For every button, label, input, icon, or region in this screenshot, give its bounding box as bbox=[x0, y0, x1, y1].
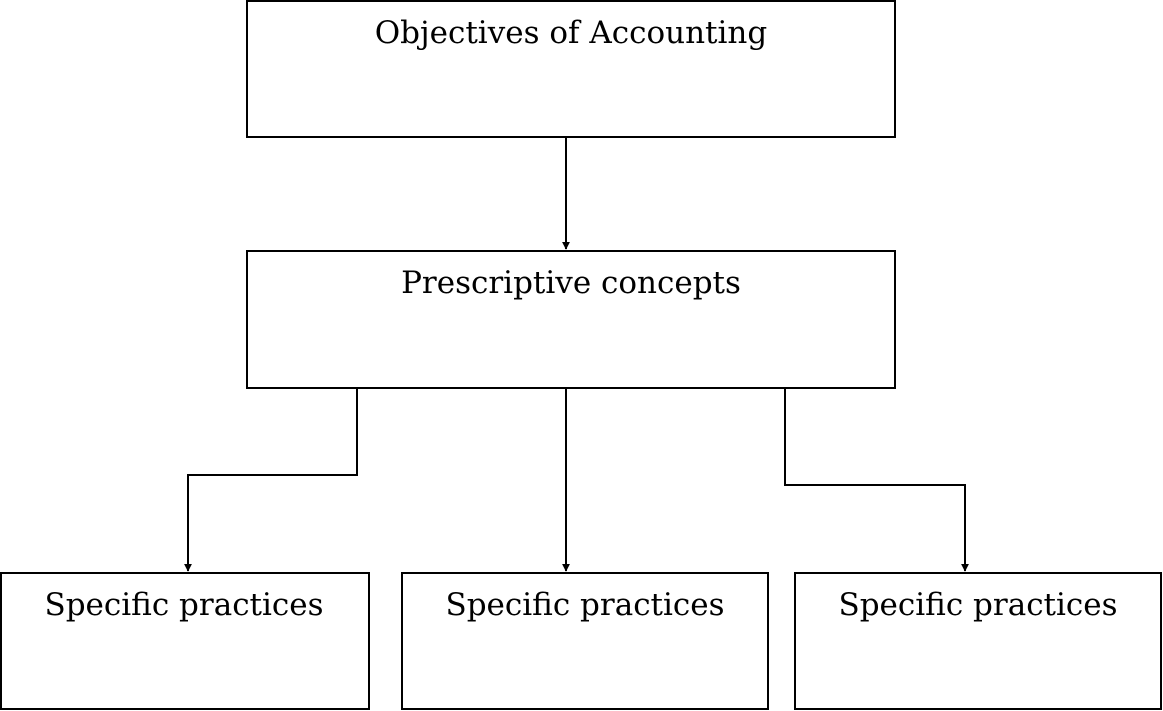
arrow-concepts-to-practices-right bbox=[784, 389, 969, 572]
node-objectives: Objectives of Accounting bbox=[246, 0, 896, 138]
node-specific-practices-left-label: Specific practices bbox=[44, 587, 323, 623]
node-prescriptive-concepts-label: Prescriptive concepts bbox=[401, 265, 741, 301]
node-objectives-label: Objectives of Accounting bbox=[375, 15, 767, 51]
node-specific-practices-left: Specific practices bbox=[0, 572, 370, 710]
node-prescriptive-concepts: Prescriptive concepts bbox=[246, 250, 896, 389]
node-specific-practices-right-label: Specific practices bbox=[838, 587, 1117, 623]
node-specific-practices-center-label: Specific practices bbox=[445, 587, 724, 623]
node-specific-practices-center: Specific practices bbox=[401, 572, 769, 710]
node-specific-practices-right: Specific practices bbox=[794, 572, 1162, 710]
arrow-concepts-to-practices-left bbox=[184, 389, 358, 572]
